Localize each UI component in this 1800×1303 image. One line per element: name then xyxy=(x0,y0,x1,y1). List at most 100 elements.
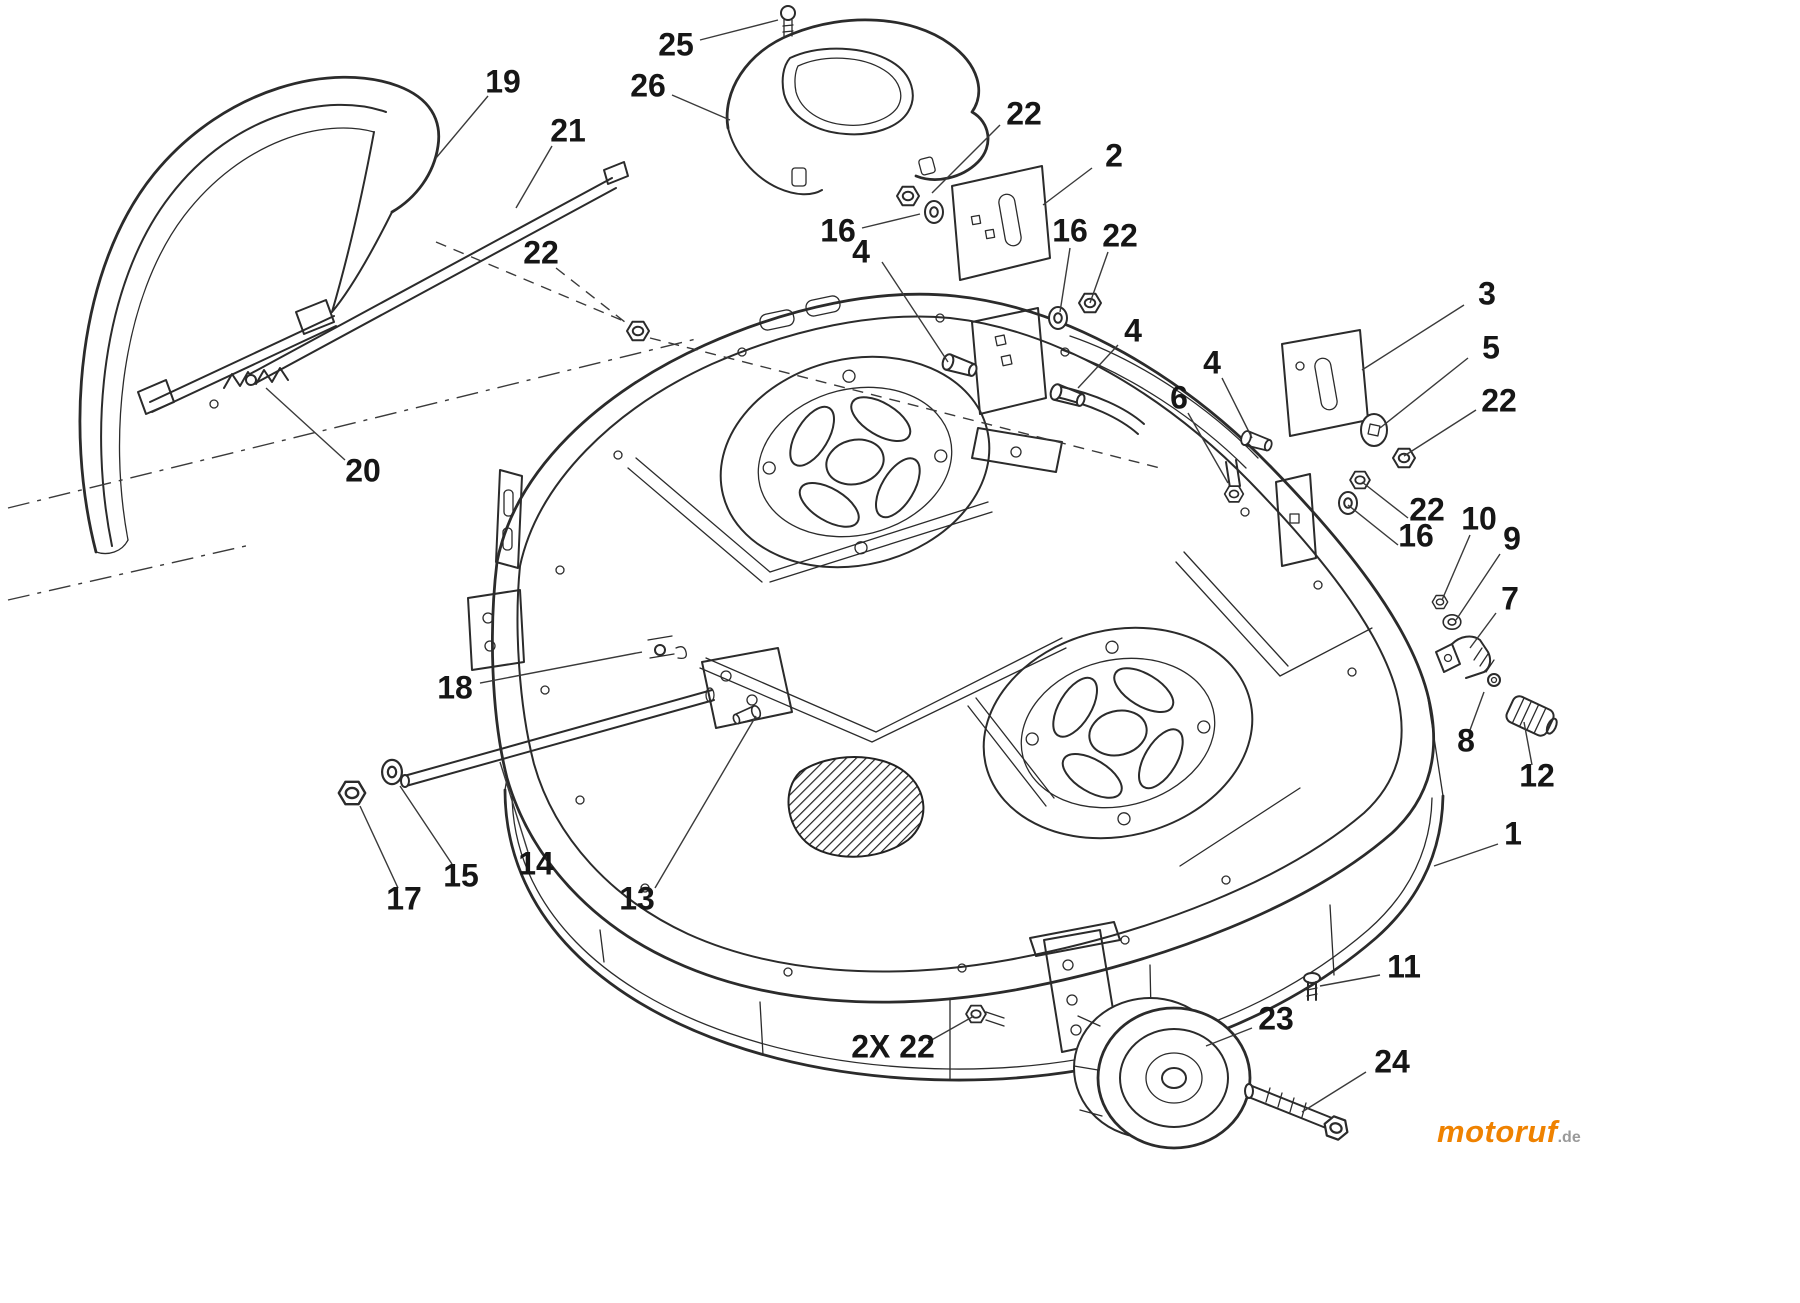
leader-line xyxy=(399,785,453,865)
leader-line xyxy=(1059,247,1071,313)
deflector-cover xyxy=(725,18,990,196)
callout-2x-22: 2X 22 xyxy=(851,1028,935,1064)
leader-line xyxy=(654,715,757,889)
chute-rod xyxy=(245,161,629,386)
leader-line xyxy=(1469,612,1497,649)
link-rod-14 xyxy=(400,687,715,788)
callout-22: 22 xyxy=(523,234,559,270)
callout-24: 24 xyxy=(1374,1043,1410,1079)
height-bracket-2 xyxy=(951,165,1051,281)
front-caster-arm-13 xyxy=(701,647,793,729)
leader-line xyxy=(265,387,346,461)
callout-22: 22 xyxy=(1006,95,1042,131)
leader-line xyxy=(699,19,779,41)
hose-washer-8 xyxy=(1487,673,1501,687)
washer-16-top xyxy=(924,200,944,224)
leader-line xyxy=(499,761,529,853)
callout-2: 2 xyxy=(1105,137,1123,173)
callout-11: 11 xyxy=(1387,948,1421,984)
callout-21: 21 xyxy=(550,112,586,148)
watermark-suffix: .de xyxy=(1557,1129,1581,1146)
construction-line xyxy=(7,544,251,601)
callout-4: 4 xyxy=(852,233,870,269)
callout-1: 1 xyxy=(1504,815,1522,851)
leader-line xyxy=(1455,553,1501,621)
callout-8: 8 xyxy=(1457,722,1475,758)
leader-line xyxy=(1523,721,1533,766)
leader-line xyxy=(671,94,731,121)
height-bracket-3 xyxy=(1281,329,1369,437)
callout-12: 12 xyxy=(1519,757,1555,793)
leader-line xyxy=(1042,167,1093,206)
leader-line xyxy=(1301,1071,1367,1113)
callout-15: 15 xyxy=(443,857,479,893)
hose-coupler-12 xyxy=(1505,695,1558,737)
leader-line xyxy=(927,1015,975,1043)
leader-line xyxy=(1379,357,1469,429)
watermark-brand: motoruf xyxy=(1437,1114,1558,1149)
leader-line xyxy=(515,145,553,209)
callout-4: 4 xyxy=(1203,344,1221,380)
belt-opening xyxy=(787,756,925,858)
leader-line xyxy=(1403,409,1477,457)
leader-line xyxy=(1469,691,1485,731)
callout-18: 18 xyxy=(437,669,473,705)
leader-line xyxy=(1319,974,1381,987)
callout-20: 20 xyxy=(345,452,381,488)
callout-7: 7 xyxy=(1501,580,1519,616)
leader-line xyxy=(1433,843,1499,867)
flange-nut-22-left xyxy=(626,320,650,342)
leader-line xyxy=(1077,344,1119,389)
leader-line xyxy=(1361,481,1409,519)
callout-13: 13 xyxy=(619,880,655,916)
axle-bolt-24 xyxy=(1244,1083,1352,1143)
callout-22: 22 xyxy=(1481,382,1517,418)
callout-16: 16 xyxy=(1052,212,1088,248)
clevis-18 xyxy=(647,635,687,660)
bolt-2x22 xyxy=(965,1004,1005,1027)
clevis-pin-4-right xyxy=(1238,428,1275,454)
callout-3: 3 xyxy=(1478,275,1496,311)
callout-17: 17 xyxy=(386,880,422,916)
carriage-bolt-6 xyxy=(1223,459,1245,503)
leader-line xyxy=(435,95,489,159)
leader-line xyxy=(479,651,643,684)
leader-line xyxy=(1361,304,1465,371)
callout-16: 16 xyxy=(820,212,856,248)
clevis-pin-4-top xyxy=(939,351,980,380)
callout-26: 26 xyxy=(630,67,666,103)
callout-23: 23 xyxy=(1258,1000,1294,1036)
discharge-chute xyxy=(78,75,441,555)
construction-line xyxy=(435,241,627,323)
leader-line xyxy=(861,213,921,229)
leader-line xyxy=(1187,412,1229,484)
callout-22: 22 xyxy=(1102,217,1138,253)
cover-screw-25 xyxy=(780,5,796,37)
leader-line xyxy=(1441,534,1471,601)
bolt-11 xyxy=(1303,972,1321,1001)
leader-line xyxy=(555,267,631,327)
leader-line xyxy=(1089,251,1109,304)
callout-22: 22 xyxy=(1409,491,1445,527)
leader-line xyxy=(1347,504,1399,546)
callout-16: 16 xyxy=(1398,517,1434,553)
callout-5: 5 xyxy=(1482,329,1500,365)
chute-hinge-rod xyxy=(137,299,337,415)
nut-17 xyxy=(337,780,367,806)
callout-6: 6 xyxy=(1170,379,1188,415)
leader-line xyxy=(881,261,949,363)
construction-line xyxy=(649,337,1161,469)
washer-15 xyxy=(381,758,403,786)
callout-9: 9 xyxy=(1503,520,1521,556)
caster-wheel-23 xyxy=(1073,997,1252,1150)
construction-line xyxy=(7,337,701,509)
callout-19: 19 xyxy=(485,63,521,99)
mower-deck-housing xyxy=(467,292,1445,1082)
washer-16-right-of-2 xyxy=(1048,306,1068,330)
callout-4: 4 xyxy=(1124,312,1142,348)
leader-line xyxy=(359,805,399,889)
watermark: motoruf.de xyxy=(1437,1114,1581,1150)
